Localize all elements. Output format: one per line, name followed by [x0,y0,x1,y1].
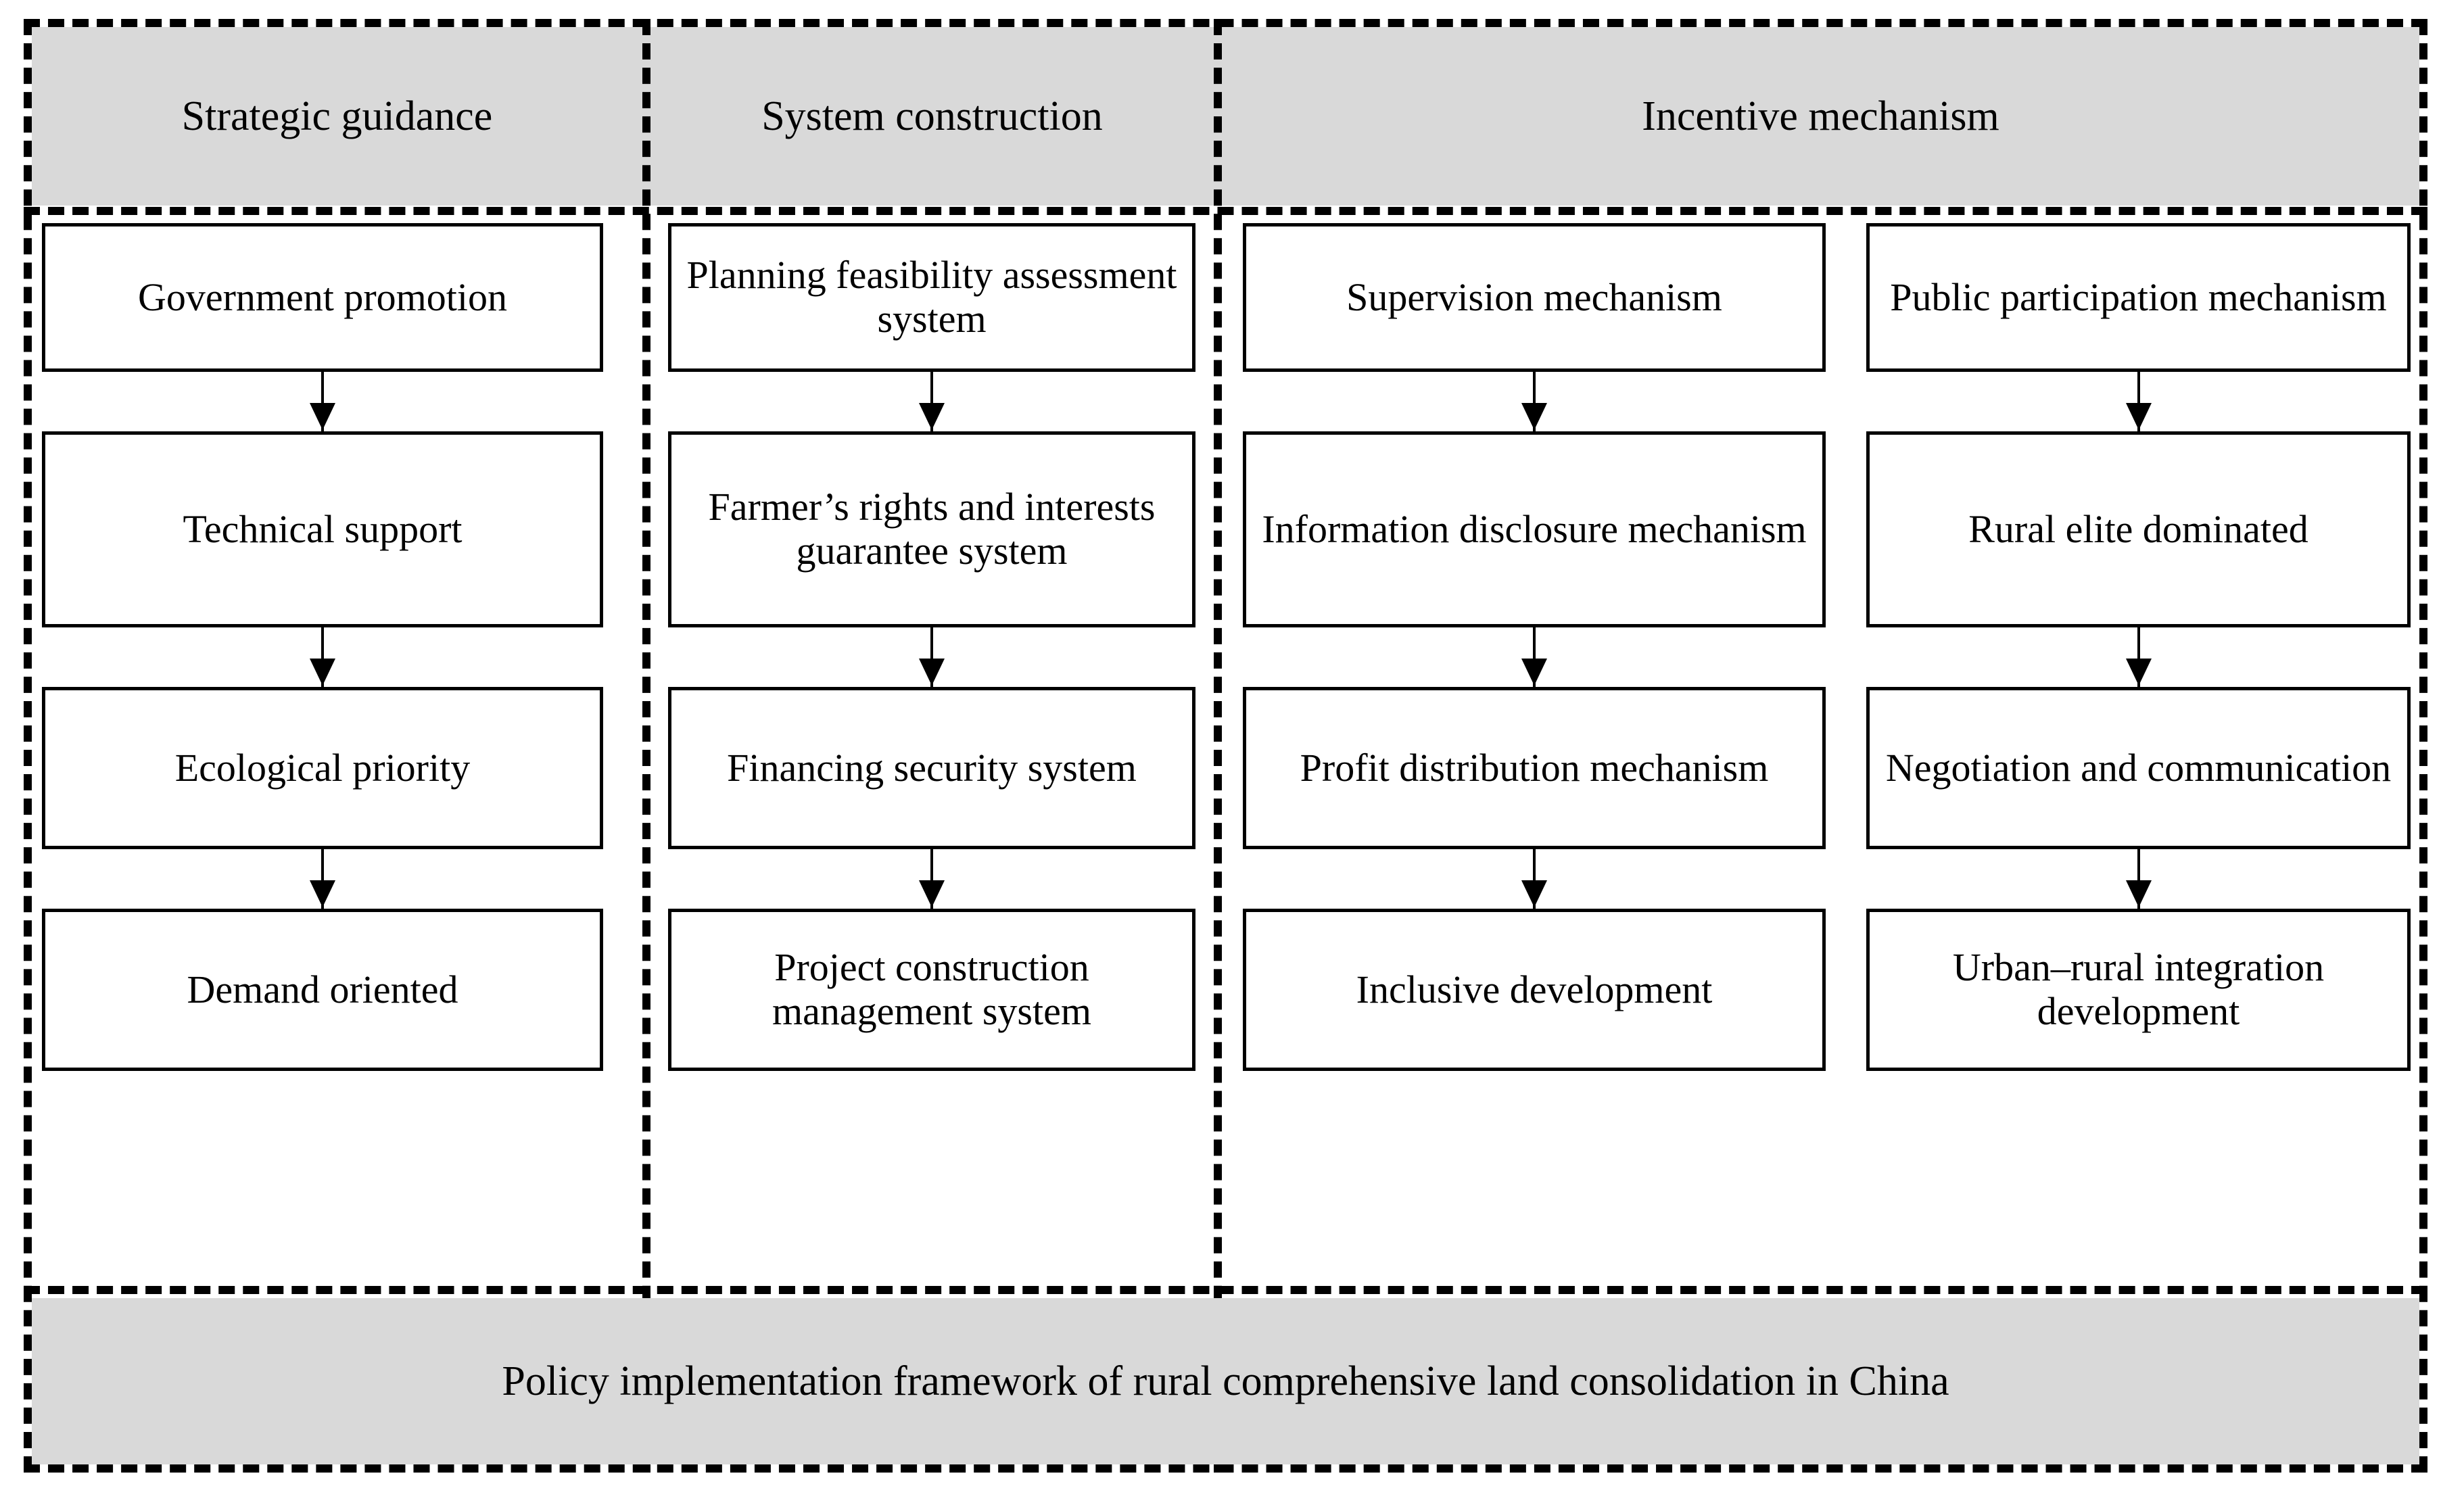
group-header-label: Strategic guidance [181,93,493,139]
caption-band: Policy implementation framework of rural… [32,1298,2419,1464]
step-box[interactable]: Negotiation and communication [1866,687,2411,849]
step-box[interactable]: Planning feasibility assessment system [668,223,1195,372]
step-label: Ecological priority [174,745,471,790]
step-box[interactable]: Demand oriented [42,909,603,1071]
step-box[interactable]: Urban–rural integration development [1866,909,2411,1071]
group-header-strategic-guidance: Strategic guidance [32,27,642,206]
step-box[interactable]: Ecological priority [42,687,603,849]
step-label: Information disclosure mechanism [1262,506,1807,551]
step-label: Project construction management system [772,945,1091,1033]
group-header-incentive-mechanism: Incentive mechanism [1222,27,2419,206]
step-label: Profit distribution mechanism [1300,745,1769,790]
header-band [32,27,2419,206]
step-label: Demand oriented [187,967,458,1011]
step-label: Supervision mechanism [1346,274,1722,319]
step-label: Government promotion [137,274,508,319]
step-box[interactable]: Inclusive development [1243,909,1826,1071]
group-header-label: System construction [761,93,1103,139]
step-box[interactable]: Technical support [42,431,603,627]
step-label: Negotiation and communication [1885,745,2392,790]
step-box[interactable]: Supervision mechanism [1243,223,1826,372]
step-label: Inclusive development [1356,967,1713,1011]
group-divider-1 [642,19,650,1473]
step-label: Urban–rural integration development [1952,945,2325,1033]
step-box[interactable]: Financing security system [668,687,1195,849]
step-box[interactable]: Project construction management system [668,909,1195,1071]
header-divider [24,207,2427,215]
caption-divider [24,1286,2427,1294]
step-box[interactable]: Government promotion [42,223,603,372]
step-label: Farmer’s rights and interests guarantee … [708,485,1156,573]
step-box[interactable]: Farmer’s rights and interests guarantee … [668,431,1195,627]
step-box[interactable]: Information disclosure mechanism [1243,431,1826,627]
step-label: Financing security system [727,745,1137,790]
step-box[interactable]: Rural elite dominated [1866,431,2411,627]
step-label: Technical support [183,506,463,551]
step-label: Rural elite dominated [1968,506,2308,551]
step-box[interactable]: Profit distribution mechanism [1243,687,1826,849]
step-label: Public participation mechanism [1890,274,2387,319]
step-box[interactable]: Public participation mechanism [1866,223,2411,372]
step-label: Planning feasibility assessment system [686,253,1177,341]
caption-label: Policy implementation framework of rural… [502,1358,1949,1404]
group-divider-2 [1214,19,1222,1473]
group-header-system-construction: System construction [650,27,1214,206]
group-header-label: Incentive mechanism [1642,93,1999,139]
